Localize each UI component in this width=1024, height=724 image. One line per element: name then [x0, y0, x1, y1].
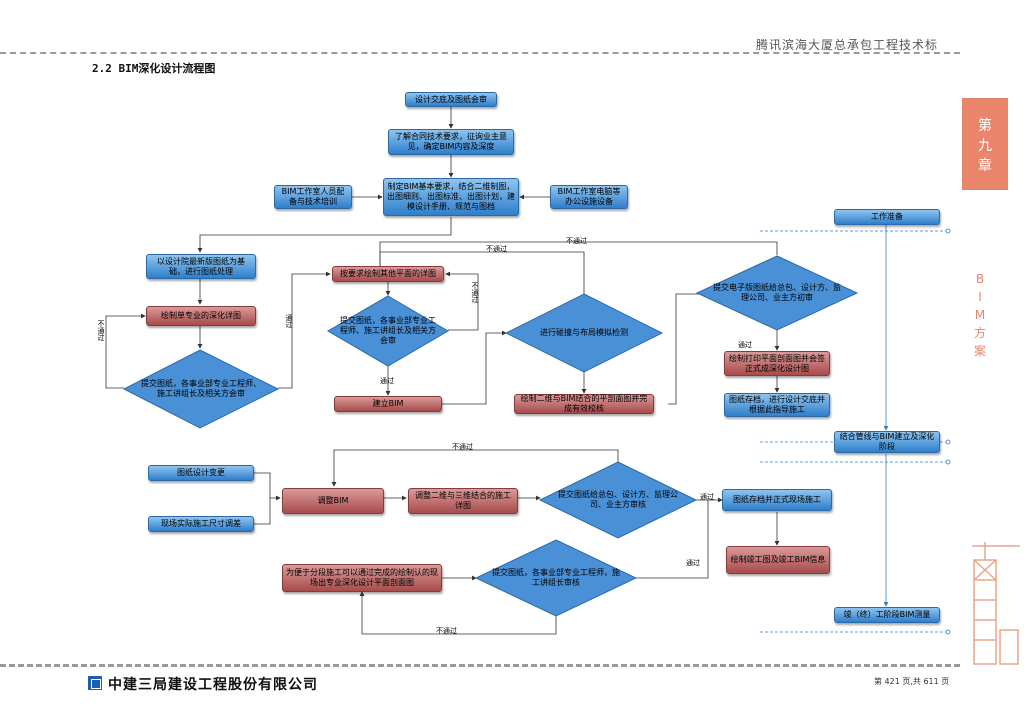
edge-label-pass: 通过: [700, 493, 714, 501]
side-char: 案: [973, 344, 986, 358]
edge-label-fail: 不通过: [566, 237, 587, 245]
node-archive-construction: 图纸存档，进行设计交底并根据此指导施工: [724, 393, 830, 417]
company-name: 中建三局建设工程股份有限公司: [108, 677, 318, 693]
chapter-char: 章: [978, 158, 992, 174]
node-adjust-2d3d-details: 调整二维与三维结合的施工详图: [408, 488, 518, 514]
edge-label-pass: 通过: [285, 314, 293, 328]
node-single-discipline-detail: 绘制单专业的深化详图: [146, 306, 256, 326]
node-adjust-bim: 调整BIM: [282, 488, 384, 514]
decision-shape-f2: [474, 539, 638, 617]
company-logo-icon: [88, 676, 102, 690]
node-as-built-bim: 绘制竣工图及竣工BIM信息: [726, 546, 830, 574]
node-bim-standards: 制定BIM基本要求，结合二维制图，出图细则、出图标准、出图计划，建模设计手册、规…: [383, 178, 519, 216]
node-staffing: BIM工作室人员配备与技术培训: [274, 185, 352, 209]
side-char: 方: [973, 326, 986, 340]
side-char: B: [975, 272, 985, 286]
node-requirements: 了解合同技术要求，征询业主意见，确定BIM内容及深度: [388, 129, 514, 155]
node-other-plan-details: 按要求绘制其他平面的详图: [332, 266, 444, 282]
edge-label-fail: 不通过: [97, 320, 105, 341]
page-number: 第 421 页,共 611 页: [874, 677, 950, 686]
node-design-change: 图纸设计变更: [148, 465, 254, 481]
phase-completion: 竣（终）工阶段BIM测量: [834, 607, 940, 623]
edge-label-fail: 不通过: [471, 282, 479, 303]
edge-label-fail: 不通过: [452, 443, 473, 451]
decision-change-review: 提交图纸给总包、设计方、监理公司、业主方审核: [558, 490, 678, 509]
decision-shape-b2: [327, 295, 449, 367]
decision-staged-review: 提交图纸，各事业部专业工程师，施工讲组长审核: [492, 568, 620, 587]
node-equipment: BIM工作室电脑等办公设施设备: [550, 185, 628, 209]
section-title: 2.2 BIM深化设计流程图: [92, 62, 216, 75]
decision-review-a: 提交图纸，各事业部专业工程师、施工讲组长及相关方会审: [141, 379, 261, 398]
node-build-bim: 建立BIM: [334, 396, 442, 412]
chapter-tab: 第 九 章: [962, 98, 1008, 190]
decision-initial-review: 提交电子版图纸给总包、设计方、监理公司、业主方初审: [713, 283, 841, 302]
decision-shape-e5: [538, 461, 698, 539]
side-section-label: B I M 方 案: [970, 270, 990, 360]
decision-shape-c1: [504, 293, 664, 373]
phase-deepening: 结合管线与BIM建立及深化阶段: [834, 431, 940, 453]
decision-clash-check: 进行碰撞与布局模拟检测: [540, 328, 628, 337]
edge-label-fail: 不通过: [486, 245, 507, 253]
chapter-char: 九: [978, 138, 992, 154]
edge-label-pass: 通过: [380, 377, 394, 385]
side-char: M: [974, 308, 986, 322]
node-2d-bim-sections: 绘制二维与BIM结合的平剖面图并完成有效校核: [514, 394, 654, 414]
header-divider: [0, 52, 960, 54]
footer-divider: [0, 664, 960, 667]
node-print-signoff: 绘制打印平面剖面图并会签正式成深化设计图: [724, 351, 830, 376]
node-staged-sections: 为便于分段施工可以通过完成的绘制认的现场出专业深化设计平面剖面图: [282, 564, 442, 592]
edge-label-fail: 不通过: [436, 627, 457, 635]
phase-preparation: 工作准备: [834, 209, 940, 225]
document-title: 腾讯滨海大厦总承包工程技术标: [755, 38, 938, 52]
node-site-dimension-adjust: 现场实际施工尺寸调差: [148, 516, 254, 532]
chapter-char: 第: [978, 118, 992, 134]
node-drawing-processing: 以设计院最新版图纸为基础，进行图纸处理: [146, 254, 256, 279]
node-archive-site-construction: 图纸存档并正式现场施工: [722, 489, 832, 511]
edge-label-pass: 通过: [686, 559, 700, 567]
node-design-briefing: 设计交底及图纸会审: [405, 92, 497, 107]
decision-review-b: 提交图纸，各事业部专业工程师、施工讲组长及相关方会审: [340, 316, 436, 345]
decision-shape-d1: [695, 255, 859, 331]
decision-shape-a3: [122, 349, 280, 429]
edge-label-pass: 通过: [738, 341, 752, 349]
side-char: I: [978, 290, 982, 304]
building-decoration-icon: [972, 542, 1020, 665]
